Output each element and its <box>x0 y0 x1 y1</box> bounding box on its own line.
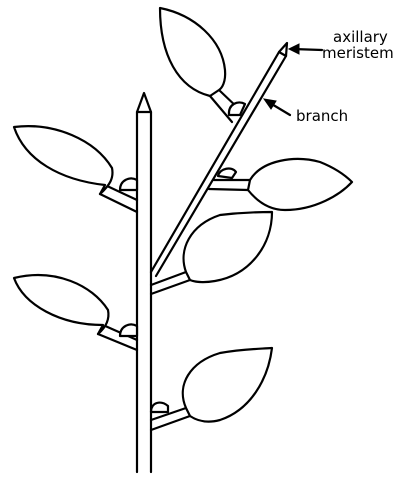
leaf-blade <box>14 275 108 334</box>
main-stem-apex <box>137 93 151 112</box>
label-branch: branch <box>296 107 348 125</box>
leaf-branch-right <box>209 159 352 210</box>
leaf-upper-left <box>14 126 137 212</box>
axillary-bud <box>218 169 236 178</box>
leaf-blade <box>160 8 225 96</box>
arrow-branch-head <box>264 99 276 109</box>
leaf-blade <box>14 126 113 194</box>
leaf-blade <box>184 212 272 282</box>
label-meristem: meristem <box>322 44 394 62</box>
axillary-bud <box>120 324 137 336</box>
arrow-axillary-head <box>289 44 299 54</box>
axillary-bud <box>151 403 168 412</box>
main-stem <box>137 93 151 472</box>
axillary-bud <box>120 178 137 190</box>
label-branch-group: branch <box>264 99 348 125</box>
leaf-lower-right <box>151 348 272 430</box>
leaf-branch-top <box>160 8 245 122</box>
leaf-lower-left <box>14 275 137 350</box>
branch-apex <box>279 43 287 56</box>
leaf-blade <box>248 159 352 210</box>
leaf-blade <box>183 348 272 422</box>
label-axillary-meristem: axillary meristem <box>289 28 394 62</box>
